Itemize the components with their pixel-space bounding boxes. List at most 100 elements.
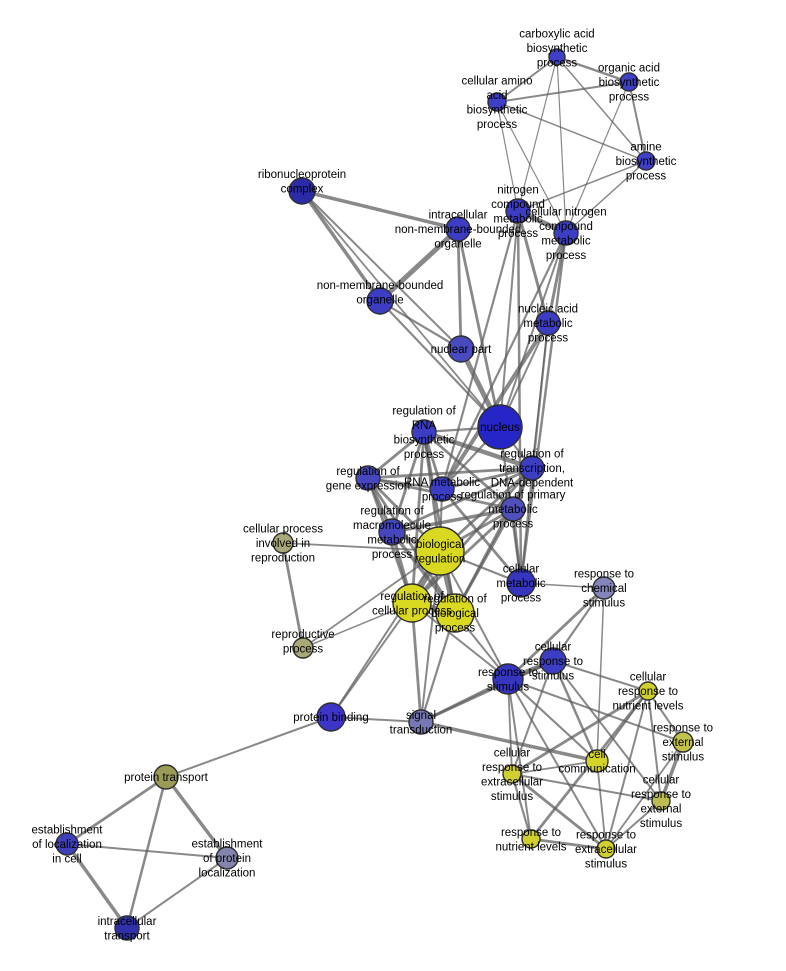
edge-establishment_of_protein_localization--intracellular_transport[interactable] — [126, 857, 228, 929]
node-rna_metabolic_process[interactable] — [429, 476, 455, 502]
node-establishment_of_localization_in_cell[interactable] — [55, 832, 79, 856]
node-regulation_of_cellular_process[interactable] — [392, 583, 432, 623]
node-nucleic_acid_metabolic_process[interactable] — [535, 310, 561, 336]
node-nitrogen_compound_metabolic_process[interactable] — [505, 198, 531, 224]
node-protein_transport[interactable] — [153, 764, 179, 790]
edge-non_membrane_bounded_organelle--nucleus[interactable] — [378, 299, 502, 429]
edge-non_membrane_bounded_organelle--nuclear_part[interactable] — [378, 299, 463, 351]
edge-regulation_of_cellular_process--signal_transduction[interactable] — [410, 601, 423, 724]
edge-cellular_amino_acid_biosynthetic_process--amine_biosynthetic_process[interactable] — [496, 101, 647, 162]
edge-regulation_of_rna_biosynthetic_process--regulation_of_cellular_process[interactable] — [410, 430, 426, 605]
node-regulation_of_biological_process[interactable] — [435, 593, 475, 633]
edge-amine_biosynthetic_process--cellular_nitrogen_compound_metabolic_process[interactable] — [565, 160, 647, 234]
edge-protein_transport--establishment_of_protein_localization[interactable] — [164, 775, 229, 860]
node-response_to_external_stimulus[interactable] — [672, 731, 694, 753]
node-regulation_of_rna_biosynthetic_process[interactable] — [411, 419, 437, 445]
edge-response_to_stimulus--cellular_response_to_extracellular_stimulus[interactable] — [507, 678, 513, 775]
edge-cell_communication--cellular_response_to_nutrient_levels[interactable] — [596, 690, 649, 762]
node-cellular_amino_acid_biosynthetic_process[interactable] — [487, 92, 507, 112]
edge-regulation_of_rna_biosynthetic_process--regulation_of_transcription_dna_dependent[interactable] — [421, 429, 535, 471]
edge-cellular_response_to_external_stimulus--response_to_extracellular_stimulus[interactable] — [605, 800, 662, 850]
edge-response_to_stimulus--response_to_nutrient_levels[interactable] — [507, 678, 532, 840]
edge-carboxylic_acid_biosynthetic_process--cellular_nitrogen_compound_metabolic_process[interactable] — [556, 56, 567, 234]
edge-nitrogen_compound_metabolic_process--nucleic_acid_metabolic_process[interactable] — [516, 209, 550, 325]
edge-cellular_response_to_extracellular_stimulus--response_to_extracellular_stimulus[interactable] — [510, 772, 608, 851]
edge-response_to_stimulus--response_to_external_stimulus[interactable] — [507, 678, 684, 743]
node-response_to_stimulus[interactable] — [492, 663, 524, 695]
edge-regulation_of_rna_biosynthetic_process--regulation_of_macromolecule_metabolic_process[interactable] — [390, 430, 426, 534]
node-cellular_nitrogen_compound_metabolic_process[interactable] — [553, 220, 579, 246]
edge-regulation_of_transcription_dna_dependent--rna_metabolic_process[interactable] — [440, 466, 534, 491]
edge-reproductive_process--biological_regulation[interactable] — [302, 550, 441, 649]
edge-regulation_of_cellular_process--response_to_stimulus[interactable] — [411, 602, 509, 680]
edge-response_to_nutrient_levels--response_to_extracellular_stimulus[interactable] — [529, 837, 608, 851]
edge-cellular_response_to_extracellular_stimulus--response_to_nutrient_levels[interactable] — [510, 772, 533, 841]
edge-nitrogen_compound_metabolic_process--cellular_metabolic_process[interactable] — [516, 209, 523, 585]
edge-protein_transport--intracellular_transport[interactable] — [125, 775, 168, 930]
edge-regulation_of_cellular_process--protein_binding[interactable] — [330, 602, 413, 718]
edge-response_to_stimulus--cell_communication[interactable] — [506, 677, 599, 763]
edge-rna_metabolic_process--cellular_metabolic_process[interactable] — [440, 487, 523, 585]
edge-carboxylic_acid_biosynthetic_process--cellular_amino_acid_biosynthetic_process[interactable] — [496, 56, 558, 103]
edge-carboxylic_acid_biosynthetic_process--organic_acid_biosynthetic_process[interactable] — [555, 55, 631, 84]
edge-ribonucleoprotein_complex--intracellular_non_membrane_bounded_organelle[interactable] — [300, 189, 460, 231]
node-protein_binding[interactable] — [316, 702, 346, 732]
node-carboxylic_acid_biosynthetic_process[interactable] — [548, 48, 566, 66]
edge-cellular_process_involved_in_reproduction--reproductive_process[interactable] — [281, 541, 305, 650]
node-cellular_response_to_extracellular_stimulus[interactable] — [502, 764, 522, 784]
edge-regulation_of_transcription_dna_dependent--regulation_of_cellular_process[interactable] — [410, 466, 534, 605]
edge-ribonucleoprotein_complex--non_membrane_bounded_organelle[interactable] — [300, 189, 382, 303]
edge-cellular_nitrogen_compound_metabolic_process--cellular_metabolic_process[interactable] — [519, 231, 568, 585]
node-regulation_of_macromolecule_metabolic_process[interactable] — [378, 518, 406, 546]
edge-cellular_amino_acid_biosynthetic_process--nitrogen_compound_metabolic_process[interactable] — [496, 101, 519, 212]
edge-establishment_of_localization_in_cell--establishment_of_protein_localization[interactable] — [66, 843, 228, 859]
edge-response_to_chemical_stimulus--cellular_response_to_stimulus[interactable] — [551, 586, 606, 663]
edge-cellular_response_to_nutrient_levels--response_to_extracellular_stimulus[interactable] — [605, 690, 649, 850]
edge-organic_acid_biosynthetic_process--cellular_nitrogen_compound_metabolic_process[interactable] — [565, 81, 630, 234]
node-nuclear_part[interactable] — [447, 335, 475, 363]
node-intracellular_non_membrane_bounded_organelle[interactable] — [445, 216, 471, 242]
node-regulation_of_gene_expression[interactable] — [355, 465, 381, 491]
edge-organic_acid_biosynthetic_process--cellular_amino_acid_biosynthetic_process[interactable] — [496, 81, 630, 103]
edge-carboxylic_acid_biosynthetic_process--amine_biosynthetic_process[interactable] — [556, 56, 647, 162]
edge-response_to_stimulus--signal_transduction[interactable] — [419, 677, 510, 724]
edge-cell_communication--response_to_extracellular_stimulus[interactable] — [596, 760, 607, 850]
edge-nucleic_acid_metabolic_process--regulation_of_transcription_dna_dependent[interactable] — [531, 322, 549, 469]
node-establishment_of_protein_localization[interactable] — [215, 846, 239, 870]
edge-cellular_response_to_extracellular_stimulus--cellular_response_to_external_stimulus[interactable] — [511, 773, 662, 802]
edge-cellular_process_involved_in_reproduction--biological_regulation[interactable] — [282, 542, 441, 552]
edge-nucleus--cellular_nitrogen_compound_metabolic_process[interactable] — [499, 232, 567, 428]
edge-response_to_external_stimulus--response_to_extracellular_stimulus[interactable] — [605, 741, 684, 850]
edge-cell_communication--signal_transduction[interactable] — [419, 720, 599, 763]
edge-regulation_of_transcription_dna_dependent--regulation_of_macromolecule_metabolic_process[interactable] — [390, 466, 534, 534]
edge-organic_acid_biosynthetic_process--amine_biosynthetic_process[interactable] — [628, 81, 647, 162]
node-non_membrane_bounded_organelle[interactable] — [366, 287, 394, 315]
node-nucleus[interactable] — [477, 404, 523, 450]
edge-protein_transport--establishment_of_localization_in_cell[interactable] — [65, 775, 168, 846]
edge-cellular_response_to_stimulus--cellular_response_to_external_stimulus[interactable] — [552, 660, 662, 802]
edge-response_to_chemical_stimulus--response_to_stimulus[interactable] — [506, 586, 606, 681]
node-amine_biosynthetic_process[interactable] — [636, 151, 656, 171]
node-regulation_of_transcription_dna_dependent[interactable] — [519, 455, 545, 481]
node-reproductive_process[interactable] — [292, 637, 314, 659]
node-intracellular_transport[interactable] — [114, 915, 140, 941]
edge-biological_regulation--protein_binding[interactable] — [330, 550, 441, 718]
node-cellular_metabolic_process[interactable] — [506, 568, 536, 598]
edge-cell_communication--cellular_response_to_extracellular_stimulus[interactable] — [511, 760, 598, 775]
edge-biological_regulation--signal_transduction[interactable] — [420, 550, 441, 723]
node-response_to_chemical_stimulus[interactable] — [592, 576, 616, 600]
node-biological_regulation[interactable] — [415, 526, 465, 576]
edge-cellular_response_to_nutrient_levels--cellular_response_to_extracellular_stimulus[interactable] — [510, 689, 650, 776]
edge-cellular_amino_acid_biosynthetic_process--cellular_nitrogen_compound_metabolic_process[interactable] — [496, 101, 567, 234]
node-response_to_extracellular_stimulus[interactable] — [596, 839, 616, 859]
edge-intracellular_non_membrane_bounded_organelle--nuclear_part[interactable] — [456, 227, 463, 351]
node-cellular_response_to_stimulus[interactable] — [539, 647, 567, 675]
edge-intracellular_non_membrane_bounded_organelle--non_membrane_bounded_organelle[interactable] — [377, 226, 461, 304]
edge-response_to_chemical_stimulus--cell_communication[interactable] — [596, 587, 605, 762]
edge-ribonucleoprotein_complex--nucleus[interactable] — [301, 190, 501, 428]
edge-protein_binding--protein_transport[interactable] — [165, 716, 332, 778]
edge-nucleus--nitrogen_compound_metabolic_process[interactable] — [499, 210, 519, 428]
edge-cellular_response_to_stimulus--cell_communication[interactable] — [551, 659, 599, 763]
node-cellular_response_to_external_stimulus[interactable] — [651, 791, 671, 811]
edge-amine_biosynthetic_process--nitrogen_compound_metabolic_process[interactable] — [517, 160, 647, 212]
